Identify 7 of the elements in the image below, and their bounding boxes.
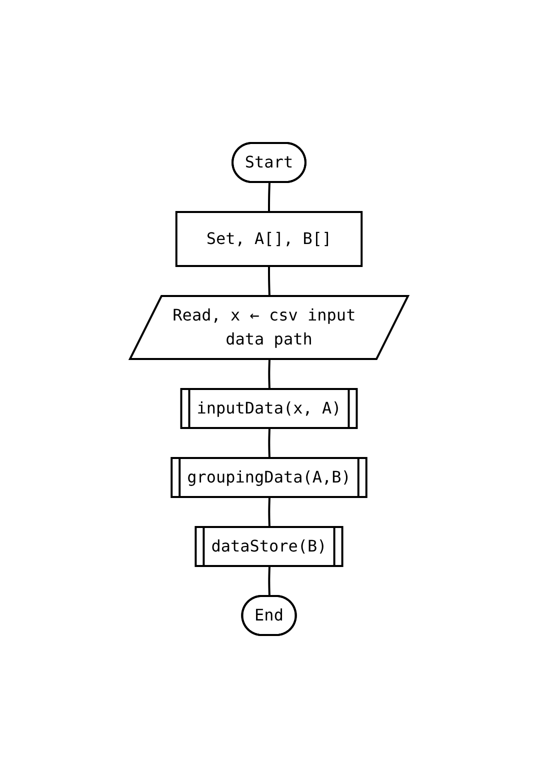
connector: [268, 496, 270, 528]
connector: [268, 182, 270, 212]
connector: [268, 358, 270, 390]
node-box: Set, A[], B[]: [174, 210, 362, 266]
connector: [268, 428, 270, 458]
connector: [268, 266, 270, 296]
connector: [268, 566, 270, 596]
